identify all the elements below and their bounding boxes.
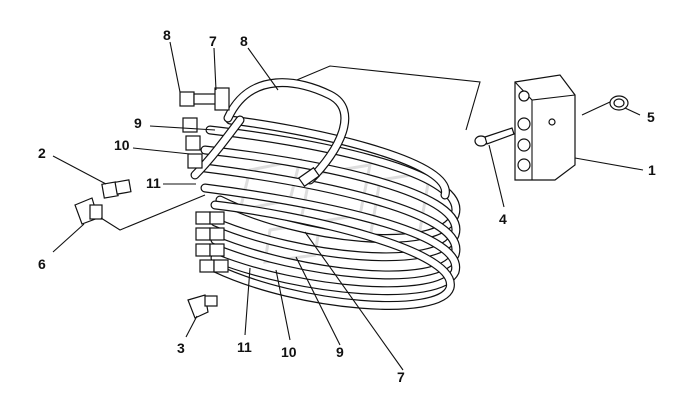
callout-6: 6	[38, 256, 46, 272]
callout-8-top: 8	[240, 33, 248, 49]
hose-coils	[200, 115, 461, 310]
elbow-fitting	[74, 197, 103, 225]
callout-10-bottom: 10	[281, 344, 297, 360]
callout-11-left: 11	[146, 175, 161, 191]
upper-loop-hose	[190, 78, 350, 188]
bolt	[474, 127, 515, 147]
callout-labels: 8 7 8 9 10 2 11 6 5 1 4 3 11 10 9 7	[38, 27, 656, 385]
callout-9-left: 9	[134, 115, 142, 131]
callout-1: 1	[648, 162, 656, 178]
adapter-fitting	[101, 179, 132, 199]
o-ring	[609, 95, 629, 111]
mounting-plate	[291, 65, 481, 131]
callout-4: 4	[499, 211, 507, 227]
callout-11-bottom: 11	[237, 339, 252, 355]
small-elbow-fitting	[187, 294, 218, 319]
callout-2: 2	[38, 145, 46, 161]
leader-lines	[52, 41, 644, 371]
manifold-block	[514, 74, 576, 181]
callout-7-bottom: 7	[397, 369, 405, 385]
callout-10-left: 10	[114, 137, 130, 153]
left-fittings	[179, 87, 230, 273]
callout-9-bottom: 9	[336, 344, 344, 360]
callout-3: 3	[177, 340, 185, 356]
callout-8-top-left: 8	[163, 27, 171, 43]
callout-5: 5	[647, 109, 655, 125]
callout-7-top: 7	[209, 33, 217, 49]
